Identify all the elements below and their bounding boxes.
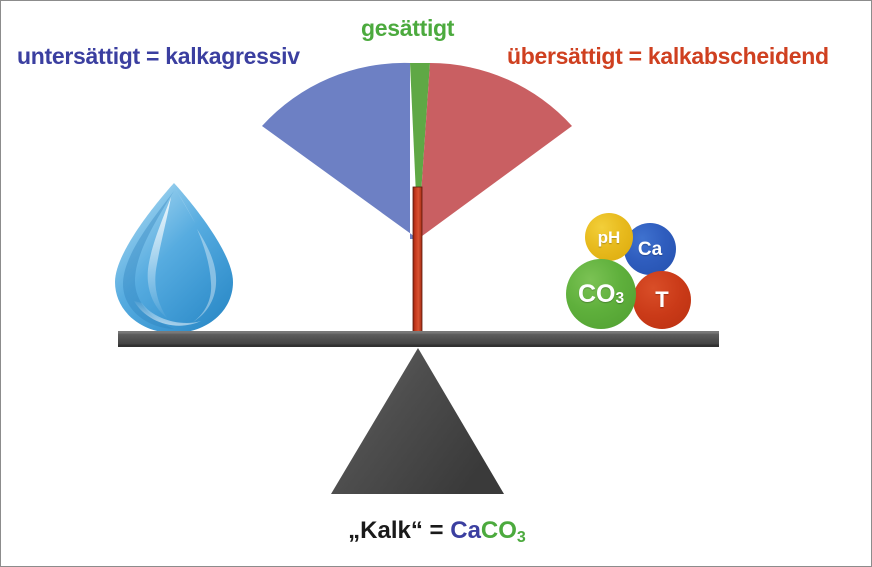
balance-beam: [118, 331, 719, 347]
bubble-co3-label: CO: [577, 279, 616, 308]
caption-co: CO: [480, 517, 517, 544]
gauge-needle: [412, 186, 423, 334]
label-oversaturated: übersättigt = kalkabscheidend: [507, 43, 829, 69]
bubble-ca-label: Ca: [637, 238, 663, 260]
caption-ca: Ca: [450, 517, 481, 544]
bubble-t-label: T: [655, 287, 669, 312]
label-saturated: gesättigt: [361, 15, 455, 41]
gauge-sector-oversaturated: [418, 63, 572, 239]
caption-quote-open: „: [348, 517, 361, 544]
bubble-ca: Ca: [624, 223, 676, 275]
gauge-fan: [262, 62, 572, 239]
balance-fulcrum: [331, 348, 504, 494]
bubble-ph: pH: [585, 213, 633, 261]
bubble-t: T: [633, 271, 691, 329]
bubble-co3-subscript: 3: [615, 289, 625, 307]
caption-quote-close: “: [410, 517, 423, 544]
caption-word-kalk: Kalk: [360, 517, 411, 544]
gauge-sector-saturated: [410, 63, 430, 239]
bubble-ph-label: pH: [597, 227, 621, 247]
caption-co-subscript: 3: [516, 529, 526, 546]
gauge-sector-undersaturated: [262, 62, 418, 239]
label-undersaturated: untersättigt = kalkagressiv: [17, 43, 300, 69]
caption-kalk-formula: „Kalk“ = CaCO3: [1, 517, 871, 546]
caption-equals: =: [429, 517, 444, 544]
water-drop-icon: [115, 183, 233, 333]
